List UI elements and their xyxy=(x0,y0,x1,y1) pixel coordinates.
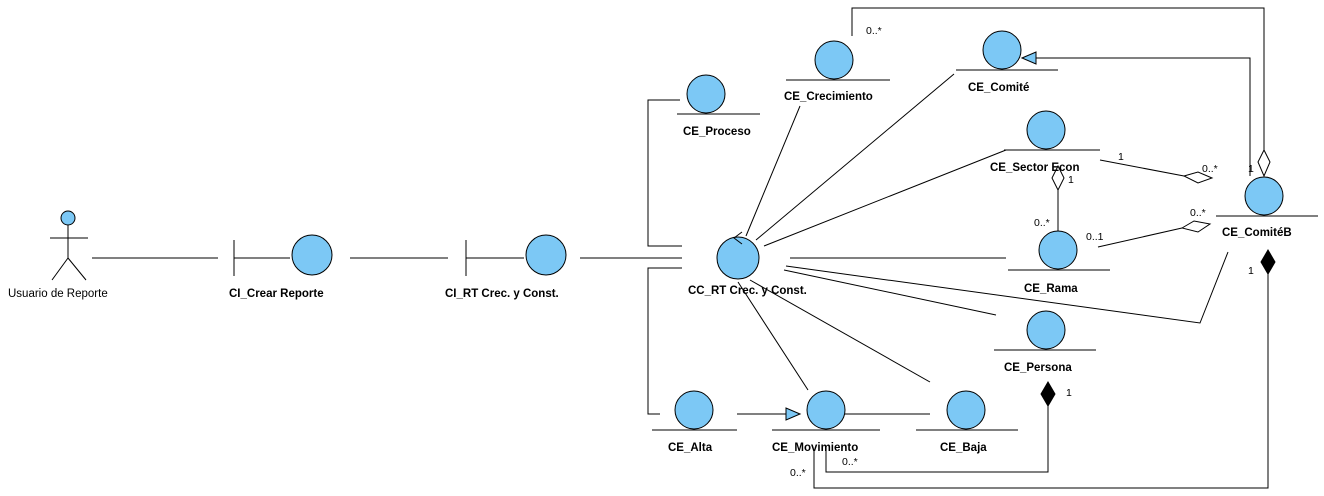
sector-to-comiteb-aggregation-line xyxy=(1099,159,1185,177)
actor-label: Usuario de Reporte xyxy=(8,288,108,300)
entity-circle xyxy=(1244,176,1284,216)
cc-to-crecimiento-line xyxy=(745,105,801,237)
cc-to-comiteb-line xyxy=(785,251,1229,324)
generalization-triangle-alta xyxy=(785,407,802,421)
entity-label: CE_ComitéB xyxy=(1222,227,1292,239)
aggregation-diamond-comiteb-top xyxy=(1257,148,1271,178)
entity-sector-econ[interactable]: CE_Sector Econ xyxy=(990,110,1100,174)
actor-right-leg xyxy=(67,257,87,281)
mult-comiteb-top-1: 1 xyxy=(1248,163,1254,175)
mult-rama-comiteb-0n: 0..* xyxy=(1190,207,1206,219)
control-arrow xyxy=(733,231,743,245)
entity-circle xyxy=(1026,310,1066,350)
entity-proceso[interactable]: CE_Proceso xyxy=(677,74,760,138)
entity-label: CE_Persona xyxy=(1004,362,1072,374)
actor-head xyxy=(60,210,76,226)
entity-circle xyxy=(814,40,854,80)
entity-circle xyxy=(1038,230,1078,270)
association-lines xyxy=(92,7,1269,489)
rama-to-comiteb-aggregation-line xyxy=(1097,227,1183,248)
entity-label: CE_Baja xyxy=(940,442,987,454)
entity-label: CE_Rama xyxy=(1024,283,1078,295)
generalization-triangle-comite xyxy=(1020,51,1037,65)
aggregation-diamond-sector xyxy=(1182,171,1214,184)
mult-comiteb-bottom-1: 1 xyxy=(1248,265,1254,277)
cc-to-proceso-line xyxy=(647,99,682,247)
entity-comite[interactable]: CE_Comité xyxy=(956,30,1058,94)
entity-circle xyxy=(686,74,726,114)
entity-label: CE_Sector Econ xyxy=(990,162,1079,174)
entity-label: CE_Comité xyxy=(968,82,1029,94)
entity-label: CE_Crecimiento xyxy=(784,91,873,103)
crecimiento-to-comiteb-line xyxy=(851,7,1265,150)
cc-to-sector-line xyxy=(763,149,1007,247)
boundary-circle xyxy=(291,234,333,276)
mult-sector-comiteb-0n: 0..* xyxy=(1202,163,1218,175)
entity-persona[interactable]: CE_Persona xyxy=(994,310,1096,374)
mult-crecimiento-top: 0..* xyxy=(866,25,882,37)
actor-left-leg xyxy=(51,257,69,281)
entity-circle xyxy=(806,390,846,430)
entity-baja[interactable]: CE_Baja xyxy=(916,390,1018,454)
entity-movimiento[interactable]: CE_Movimiento xyxy=(772,390,880,454)
entity-alta[interactable]: CE_Alta xyxy=(652,390,737,454)
boundary-ci-rt[interactable]: CI_RT Crec. y Const. xyxy=(445,234,567,300)
aggregation-diamond-rama xyxy=(1180,220,1212,233)
actor-usuario[interactable]: Usuario de Reporte xyxy=(8,210,108,300)
aggregation-diamond-sector-rama xyxy=(1051,164,1065,192)
cc-to-comite-line xyxy=(755,73,955,241)
entity-circle xyxy=(946,390,986,430)
boundary-circle xyxy=(525,234,567,276)
mult-sector-comiteb-1: 1 xyxy=(1118,151,1124,163)
entity-rama[interactable]: CE_Rama xyxy=(1008,230,1110,295)
boundary-label: CI_RT Crec. y Const. xyxy=(445,288,559,300)
mult-movimiento-0n-b: 0..* xyxy=(842,456,858,468)
cc-to-persona-line xyxy=(783,269,997,316)
mult-movimiento-0n-a: 0..* xyxy=(790,467,806,479)
entity-crecimiento[interactable]: CE_Crecimiento xyxy=(784,40,890,103)
composition-diamond-comiteb xyxy=(1260,249,1276,275)
mult-sector-rama-0n: 0..* xyxy=(1034,217,1050,229)
entity-circle xyxy=(982,30,1022,70)
entity-circle xyxy=(674,390,714,430)
entity-comiteb[interactable]: CE_ComitéB xyxy=(1216,176,1318,239)
persona-to-movimiento-composition-line xyxy=(825,406,1049,473)
entity-circle xyxy=(1026,110,1066,150)
control-label: CC_RT Crec. y Const. xyxy=(688,285,807,297)
entity-label: CE_Proceso xyxy=(683,126,751,138)
boundary-label: CI_Crear Reporte xyxy=(229,288,324,300)
control-cc-rt[interactable]: CC_RT Crec. y Const. xyxy=(688,231,807,297)
mult-sector-rama-1: 1 xyxy=(1068,174,1074,186)
cc-to-movimiento-line xyxy=(737,281,809,391)
mult-persona-1: 1 xyxy=(1066,387,1072,399)
cc-to-alta-line xyxy=(647,267,682,415)
composition-diamond-persona xyxy=(1040,381,1056,407)
cc-to-baja-line xyxy=(749,279,931,383)
multiplicity-labels: 0..* 1 0..* 1 0..* 0..1 0..* 1 1 1 0..* … xyxy=(790,25,1254,479)
mult-rama-comiteb-01: 0..1 xyxy=(1086,231,1104,243)
comiteb-to-movimiento-composition-line xyxy=(813,274,1269,489)
boundary-ci-crear-reporte[interactable]: CI_Crear Reporte xyxy=(229,234,333,300)
entity-label: CE_Movimiento xyxy=(772,442,858,454)
control-circle xyxy=(716,236,760,280)
entity-label: CE_Alta xyxy=(668,442,713,454)
comiteb-to-comite-generalization-line xyxy=(1036,57,1251,176)
